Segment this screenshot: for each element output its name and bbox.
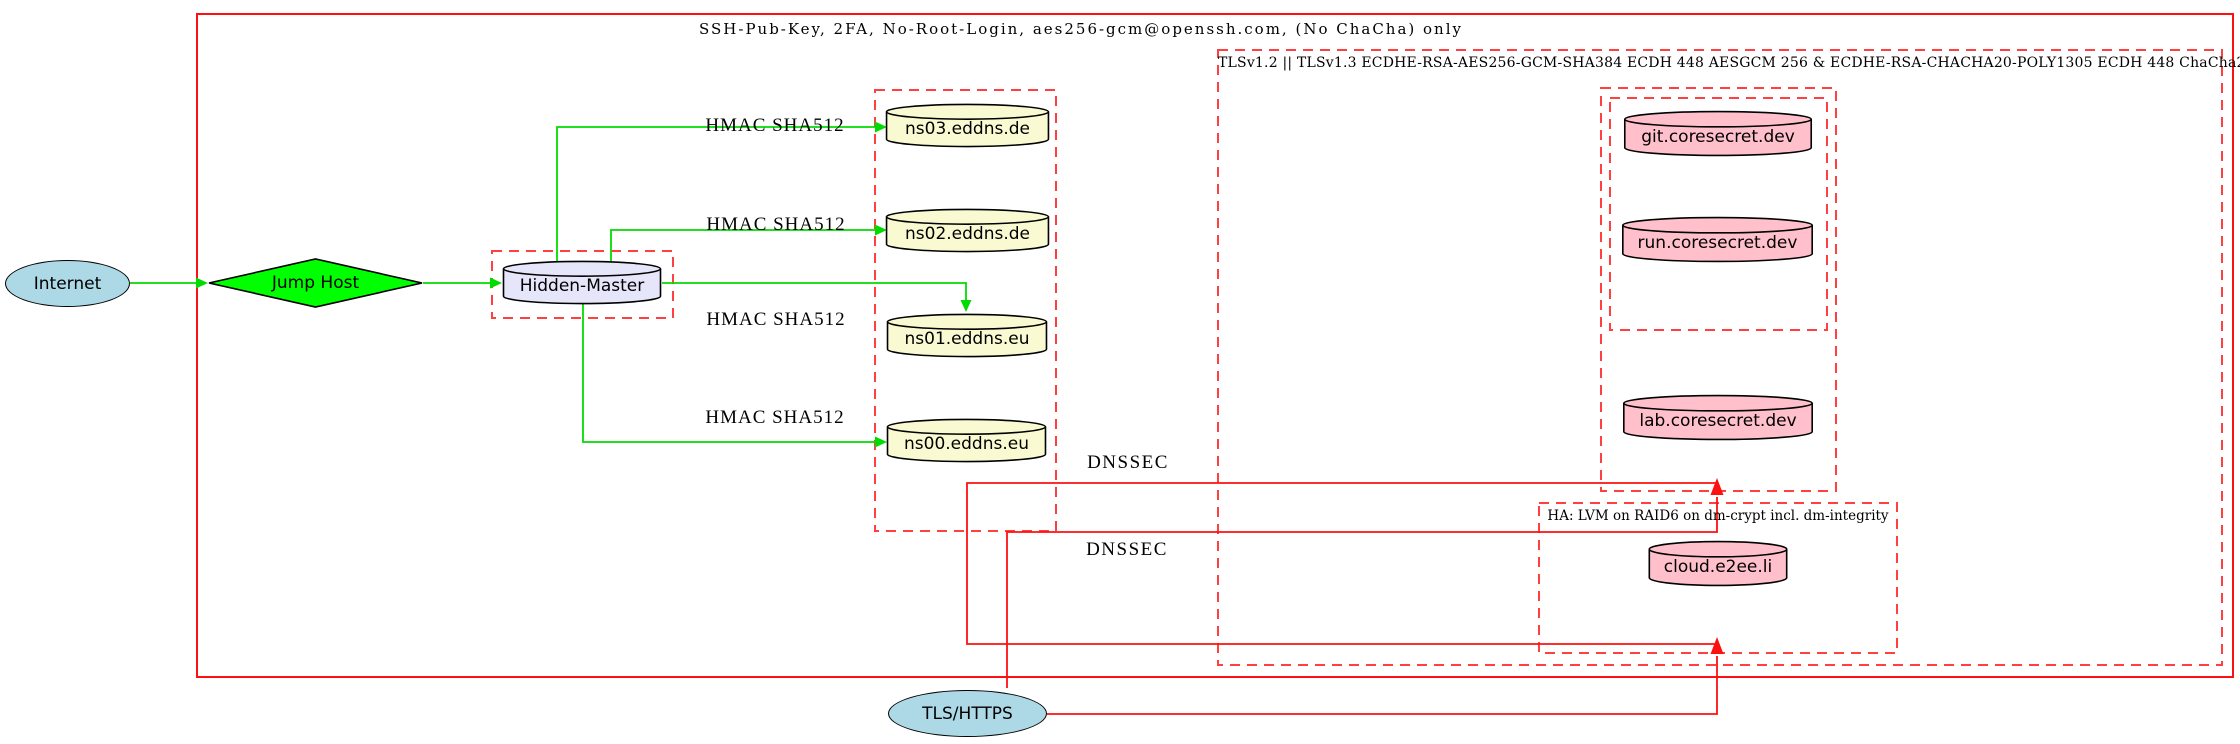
arrowhead-ha-cluster xyxy=(1710,637,1724,654)
edge-label-hmac-ns01: HMAC SHA512 xyxy=(706,309,846,330)
node-hidden-master-label: Hidden-Master xyxy=(519,275,645,296)
edge-hiddenmaster-ns01 xyxy=(662,282,967,300)
cylinder-shape xyxy=(1622,394,1814,441)
node-hidden-master: Hidden-Master xyxy=(502,260,662,305)
git-run-cluster-box xyxy=(1609,97,1828,331)
arrowhead-ns01 xyxy=(960,300,972,312)
node-cloud-label: cloud.e2ee.li xyxy=(1663,556,1773,577)
cylinder-shape xyxy=(1648,540,1788,587)
node-run: run.coresecret.dev xyxy=(1621,216,1814,263)
arrowhead-jumphost xyxy=(196,277,208,289)
node-ns00: ns00.eddns.eu xyxy=(886,418,1047,463)
node-tls-https: TLS/HTTPS xyxy=(888,690,1047,737)
node-jump-host-label: Jump Host xyxy=(271,273,360,293)
ha-cluster-title: HA: LVM on RAID6 on dm-crypt incl. dm-in… xyxy=(1547,508,1889,524)
edge-hiddenmaster-ns02 xyxy=(610,229,875,263)
node-internet-label: Internet xyxy=(33,273,102,294)
node-ns01: ns01.eddns.eu xyxy=(886,313,1048,358)
edge-hiddenmaster-ns03 xyxy=(556,126,875,263)
node-ns00-label: ns00.eddns.eu xyxy=(904,433,1029,454)
tls-cluster-title: TLSv1.2 || TLSv1.3 ECDHE-RSA-AES256-GCM-… xyxy=(1218,55,2240,71)
cylinder-shape xyxy=(502,260,662,305)
node-ns03: ns03.eddns.de xyxy=(885,103,1050,148)
arrowhead-coresecret-cluster xyxy=(1710,478,1724,495)
arrowhead-hiddenmaster xyxy=(490,277,502,289)
edge-tlshttps-cloud xyxy=(1047,656,1718,715)
eddns-cluster-box xyxy=(874,89,1057,532)
node-cloud: cloud.e2ee.li xyxy=(1648,540,1788,587)
cylinder-shape xyxy=(1623,110,1813,157)
node-lab-label: lab.coresecret.dev xyxy=(1639,410,1797,431)
node-internet: Internet xyxy=(5,260,130,307)
node-ns03-label: ns03.eddns.de xyxy=(905,118,1030,139)
edge-tlshttps-coresecret xyxy=(1006,497,1718,688)
arrowhead-ns03 xyxy=(875,121,887,133)
node-ns02: ns02.eddns.de xyxy=(885,208,1050,253)
ssh-cluster-box xyxy=(196,13,2234,678)
arrowhead-ns02 xyxy=(875,224,887,236)
edge-label-hmac-ns03: HMAC SHA512 xyxy=(705,115,845,136)
node-jump-host: Jump Host xyxy=(208,258,423,308)
node-git: git.coresecret.dev xyxy=(1623,110,1813,157)
node-tls-https-label: TLS/HTTPS xyxy=(922,703,1013,724)
cylinder-shape xyxy=(886,418,1047,463)
cylinder-shape xyxy=(885,208,1050,253)
node-run-label: run.coresecret.dev xyxy=(1637,232,1798,253)
edge-hiddenmaster-ns00 xyxy=(582,304,875,443)
node-ns02-label: ns02.eddns.de xyxy=(905,223,1030,244)
edge-label-dnssec-2: DNSSEC xyxy=(1086,539,1168,560)
cylinder-shape xyxy=(1621,216,1814,263)
tls-cluster-box xyxy=(1217,49,2223,666)
arrowhead-ns00 xyxy=(875,436,887,448)
edge-label-hmac-ns02: HMAC SHA512 xyxy=(706,214,846,235)
diamond-shape xyxy=(208,258,423,308)
node-lab: lab.coresecret.dev xyxy=(1622,394,1814,441)
edge-dnssec-routes xyxy=(966,482,1717,645)
edge-label-hmac-ns00: HMAC SHA512 xyxy=(705,407,845,428)
edge-label-dnssec-1: DNSSEC xyxy=(1087,452,1169,473)
node-ns01-label: ns01.eddns.eu xyxy=(904,328,1030,349)
cylinder-shape xyxy=(886,313,1048,358)
ssh-cluster-title: SSH-Pub-Key, 2FA, No-Root-Login, aes256-… xyxy=(699,20,1463,38)
cylinder-shape xyxy=(885,103,1050,148)
node-git-label: git.coresecret.dev xyxy=(1641,126,1795,147)
